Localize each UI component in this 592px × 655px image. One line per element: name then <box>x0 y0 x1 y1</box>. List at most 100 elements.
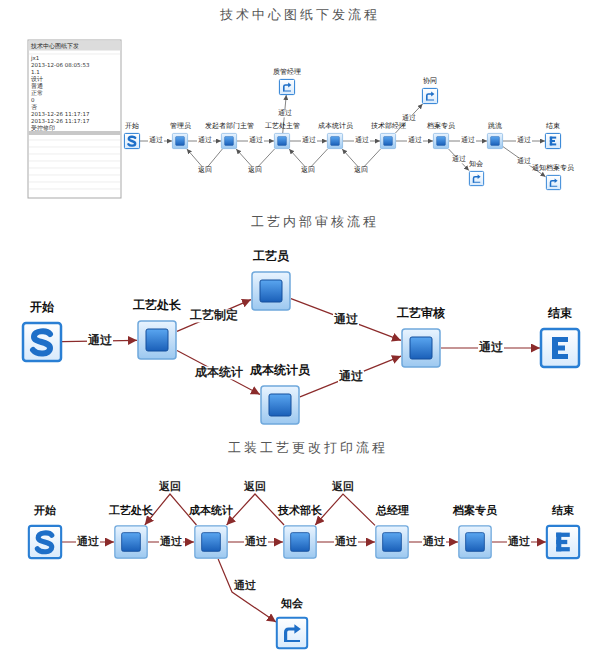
flow-arrow <box>177 351 260 395</box>
node-label: 知会 <box>281 598 303 610</box>
edge-label: 通过 <box>354 137 370 144</box>
flow-arrow <box>291 299 401 341</box>
edge-label: 通过 <box>407 137 423 144</box>
edge-label: 通过 <box>87 334 113 347</box>
node-label: 发起者部门主管 <box>205 123 254 130</box>
node-label: 技术部经理 <box>371 123 406 130</box>
edge-label: 通过 <box>460 137 476 144</box>
flow-node: 开始 <box>22 322 62 362</box>
node-icon <box>469 171 484 186</box>
edge-label: 返回 <box>331 481 355 493</box>
node-label: 开始 <box>125 123 139 130</box>
flow-node: 成本统计 <box>194 525 228 559</box>
form-field-text: 否 <box>31 104 37 110</box>
flow-node: 跳流 <box>487 133 503 149</box>
node-label: 成本统计员 <box>250 364 310 377</box>
flow-node: 工艺处主管 <box>274 133 290 149</box>
flow-arrow <box>449 149 469 171</box>
node-label: 协同 <box>423 78 437 85</box>
flow-node: 技术部长 <box>283 525 317 559</box>
flow-node: 技术部经理 <box>380 133 396 149</box>
edge-label: 成本统计 <box>194 366 244 379</box>
diagram-title: 技术中心图纸下发流程 <box>220 8 380 22</box>
flow-node: 通知档案专员 <box>546 175 561 190</box>
node-label: 跳流 <box>488 123 502 130</box>
node-icon <box>137 320 177 360</box>
node-label: 管理员 <box>170 123 191 130</box>
form-field-text: 技术中心图纸下发 <box>31 42 79 48</box>
form-field-text: 2013-12-26 11:17:17 <box>31 111 89 117</box>
node-icon <box>546 525 580 559</box>
form-rows <box>29 54 120 189</box>
node-icon <box>433 133 449 149</box>
form-field-text: 2013-12-26 11:17:17 <box>31 118 89 124</box>
edge-label: 通过 <box>338 370 364 383</box>
edge-label: 通过 <box>516 137 532 144</box>
edge-label: 返回 <box>158 481 182 493</box>
flow-node: 档案专员 <box>458 525 492 559</box>
node-label: 档案专员 <box>427 123 455 130</box>
flow-arrow <box>300 356 401 397</box>
node-icon <box>540 328 580 368</box>
node-icon <box>114 525 148 559</box>
node-label: 技术部长 <box>278 505 322 517</box>
flow-arrow <box>227 494 284 525</box>
node-icon <box>124 133 140 149</box>
edge-label: 通过 <box>76 536 100 548</box>
flow-node: 知会 <box>276 617 308 649</box>
flow-node: 工艺处长 <box>114 525 148 559</box>
flow-node: 质管经理 <box>279 79 295 95</box>
node-icon <box>260 385 300 425</box>
node-label: 成本统计员 <box>318 123 353 130</box>
node-label: 成本统计 <box>189 505 233 517</box>
node-icon <box>487 133 503 149</box>
flow-node: 开始 <box>124 133 140 149</box>
flow-node: 工艺审核 <box>401 328 441 368</box>
flow-node: 管理员 <box>172 133 188 149</box>
form-band <box>29 131 121 135</box>
node-label: 工艺审核 <box>397 307 445 320</box>
node-icon <box>279 79 295 95</box>
node-icon <box>546 175 561 190</box>
edge-label: 通过 <box>248 137 264 144</box>
edge-label: 通过 <box>516 158 532 165</box>
flow-node: 总经理 <box>375 525 409 559</box>
node-label: 工艺处主管 <box>265 123 300 130</box>
node-icon <box>172 133 188 149</box>
node-icon <box>194 525 228 559</box>
form-field-text: jx1 <box>31 55 39 61</box>
node-icon <box>401 328 441 368</box>
form-field-text: 2013-12-06 08:05:53 <box>31 62 89 68</box>
edge-label: 通过 <box>422 536 446 548</box>
node-icon <box>274 133 290 149</box>
form-field-text: 0 <box>31 97 35 103</box>
flow-arrow <box>177 300 251 332</box>
node-icon <box>251 271 291 311</box>
form-field-text: 正常 <box>31 90 43 96</box>
flow-node: 结束 <box>545 133 561 149</box>
node-label: 结束 <box>552 505 574 517</box>
edge-label: 通过 <box>244 536 268 548</box>
edge-label: 通过 <box>334 536 358 548</box>
node-label: 总经理 <box>376 505 409 517</box>
flow-node: 协同 <box>422 88 438 104</box>
node-icon <box>28 525 62 559</box>
node-label: 知会 <box>469 161 483 168</box>
flow-node: 工艺处长 <box>137 320 177 360</box>
node-icon <box>380 133 396 149</box>
edge-label: 工艺制定 <box>189 309 239 322</box>
edge-label: 返回 <box>300 167 316 174</box>
node-label: 工艺处长 <box>109 505 153 517</box>
flow-node: 结束 <box>540 328 580 368</box>
section-title: 工装工艺更改打印流程 <box>228 441 388 455</box>
flow-arrow <box>315 494 375 525</box>
edge-label: 通过 <box>277 110 293 117</box>
flow-arrow <box>218 559 276 622</box>
flow-node: 发起者部门主管 <box>221 133 237 149</box>
node-icon <box>545 133 561 149</box>
node-icon <box>221 133 237 149</box>
node-label: 通知档案专员 <box>532 165 574 172</box>
node-icon <box>283 525 317 559</box>
node-label: 质管经理 <box>273 69 301 76</box>
